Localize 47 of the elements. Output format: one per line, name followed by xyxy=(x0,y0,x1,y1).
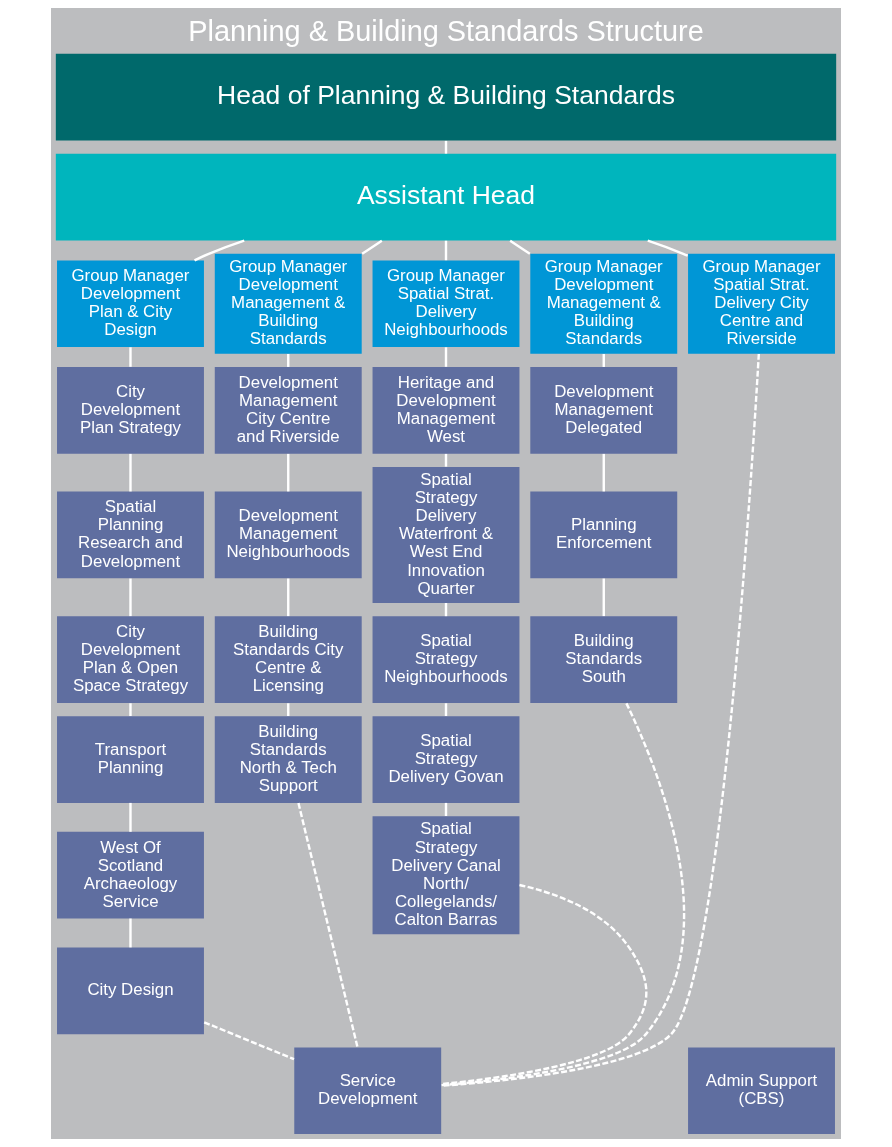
node-box: Development Management Delegated xyxy=(530,366,678,454)
node-box: Spatial Strategy Neighbourhoods xyxy=(372,616,520,703)
connector xyxy=(361,239,383,255)
connector xyxy=(129,347,132,367)
connector xyxy=(441,883,648,1086)
node-box: Group Manager Development Plan & City Design xyxy=(57,260,204,348)
node-box: Transport Planning xyxy=(57,716,204,803)
connector xyxy=(647,239,689,257)
connector xyxy=(194,239,245,262)
node-box: City Development Plan Strategy xyxy=(57,366,204,454)
node-box: Building Standards South xyxy=(530,616,678,703)
node-box: Building Standards North & Tech Support xyxy=(214,716,362,803)
node-box: Group Manager Spatial Strat. Delivery Neighbourhoods xyxy=(372,260,520,348)
connector xyxy=(129,802,132,832)
node-box: Building Standards City Centre & Licensing xyxy=(214,616,362,703)
connector xyxy=(297,802,359,1048)
node-box: Spatial Strategy Delivery Waterfront & West End Innovation Quarter xyxy=(372,466,520,603)
node-box: City Development Plan & Open Space Strategy xyxy=(57,616,204,703)
node-box: Spatial Strategy Delivery Govan xyxy=(372,716,520,803)
connector xyxy=(203,1021,295,1061)
connector xyxy=(287,453,290,492)
node-box: Development Management City Centre and Riverside xyxy=(214,366,362,454)
connector xyxy=(602,578,605,617)
node-box: Spatial Planning Research and Development xyxy=(57,491,204,579)
connector xyxy=(129,703,132,716)
connector xyxy=(509,239,531,255)
node-box: Group Manager Spatial Strat. Delivery City Centre and Riverside xyxy=(688,253,835,354)
connector xyxy=(129,918,132,948)
node-box: West Of Scotland Archaeology Service xyxy=(57,831,204,919)
connector xyxy=(287,578,290,617)
node-box: Head of Planning & Building Standards xyxy=(55,53,837,141)
node-box: Planning Enforcement xyxy=(530,491,678,579)
connector xyxy=(444,240,448,261)
node-box: Development Management Neighbourhoods xyxy=(214,491,362,579)
connector xyxy=(129,453,132,492)
node-box: Spatial Strategy Delivery Canal North/ Collegelands/ Calton Barras xyxy=(372,816,520,935)
node-box: Admin Support (CBS) xyxy=(688,1047,835,1135)
connector xyxy=(129,578,132,617)
diagram-title: Planning & Building Standards Structure xyxy=(188,14,704,47)
node-box: Service Development xyxy=(294,1047,442,1135)
node-box: Heritage and Development Management West xyxy=(372,366,520,454)
node-box: City Design xyxy=(57,947,204,1035)
node-box: Assistant Head xyxy=(55,153,837,241)
node-box: Group Manager Development Management & Building Standards xyxy=(214,253,362,354)
node-box: Group Manager Development Management & Building Standards xyxy=(530,253,678,354)
connector xyxy=(444,347,448,367)
connector xyxy=(602,453,605,492)
